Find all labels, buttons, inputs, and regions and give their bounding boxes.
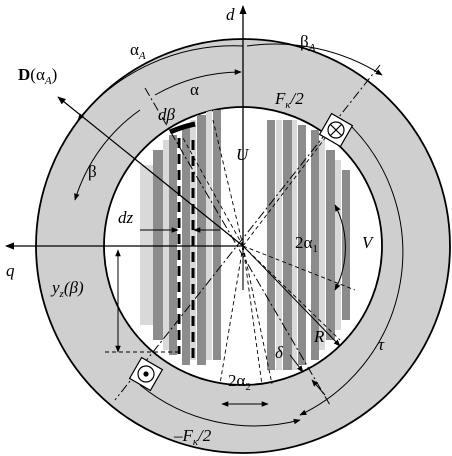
bottom-arc: [139, 384, 301, 427]
label-d: d: [226, 5, 235, 24]
label-q: q: [6, 261, 15, 280]
label-delta: δ: [275, 343, 284, 362]
label-R: R: [313, 327, 325, 346]
dot-conductor-icon: [128, 356, 164, 392]
alpha-arc: [154, 69, 242, 96]
label-dz: dz: [118, 208, 134, 227]
tau-arc: [299, 124, 404, 416]
delta-arrow-1: [289, 354, 304, 373]
D-vector: [57, 96, 244, 247]
beta-arc: [74, 109, 141, 201]
label-alpha: α: [190, 80, 199, 99]
label-betaA: βA: [300, 32, 316, 54]
label-V: V: [362, 233, 375, 252]
label-tau: τ: [378, 335, 385, 354]
label-alphaA: αA: [130, 40, 146, 62]
alphaA-arc: [77, 45, 244, 121]
label-U: U: [236, 145, 250, 164]
R-line: [242, 245, 341, 347]
betaA-arc: [246, 43, 383, 76]
dbeta-mark: [169, 121, 196, 135]
label-Fk-bottom: –Fк/2: [173, 426, 212, 448]
label-2alpha1: 2α1: [295, 233, 318, 255]
cross-conductor-icon: [318, 112, 354, 148]
label-beta: β: [88, 162, 97, 181]
diag-line-1: [144, 87, 331, 406]
label-yz-beta: yz(β): [50, 278, 84, 300]
alpha1-arc: [334, 204, 346, 291]
label-dbeta: dβ: [158, 105, 176, 124]
label-D-alphaA: D(αA): [18, 65, 57, 87]
label-2alpha2: 2α2: [228, 371, 251, 393]
delta-arrow-2: [311, 379, 326, 396]
label-Fk-top: Fк/2: [274, 89, 304, 111]
winding-stripes: [140, 110, 350, 370]
